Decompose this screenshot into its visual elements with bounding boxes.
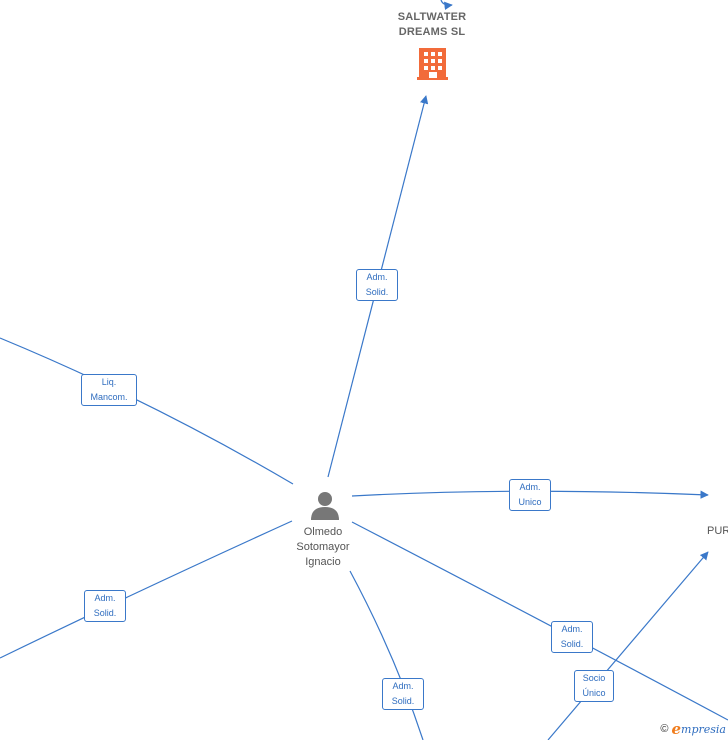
company-name-line1: SALTWATER bbox=[397, 11, 467, 23]
edge-label-adm-solid-bottom[interactable]: Adm. Solid. bbox=[382, 678, 424, 710]
edge-label-line2: Mancom. bbox=[90, 392, 128, 402]
company-node-saltwater[interactable]: SALTWATER DREAMS SL bbox=[382, 10, 482, 40]
edge-label-line2: Solid. bbox=[560, 639, 584, 649]
person-name-line3: Ignacio bbox=[305, 556, 341, 568]
edge-label-line2: Solid. bbox=[93, 608, 117, 618]
edge-adm-solid-right bbox=[351, 521, 728, 721]
edge-label-line1: Adm. bbox=[392, 681, 414, 691]
edge-label-line2: Solid. bbox=[391, 696, 415, 706]
edge-label-socio-unico[interactable]: Socio Único bbox=[574, 670, 614, 702]
edge-label-line2: Único bbox=[582, 688, 606, 698]
person-name-line1: Olmedo bbox=[303, 526, 343, 538]
edge-liq-mancom bbox=[0, 337, 294, 485]
company-right-name: PUR bbox=[707, 525, 728, 537]
edge-label-line2: Unico bbox=[518, 497, 542, 507]
edge-label-adm-solid-right[interactable]: Adm. Solid. bbox=[551, 621, 593, 653]
edge-label-to-saltwater[interactable]: Adm. Solid. bbox=[356, 269, 398, 301]
building-icon[interactable] bbox=[417, 48, 448, 80]
person-icon[interactable] bbox=[311, 492, 339, 520]
edge-label-line2: Solid. bbox=[365, 287, 389, 297]
copyright-symbol: © bbox=[660, 723, 669, 735]
edge-label-adm-solid-left[interactable]: Adm. Solid. bbox=[84, 590, 126, 622]
edge-adm-solid-left bbox=[0, 520, 293, 659]
edge-socio-unico bbox=[547, 551, 709, 740]
edge-label-line1: Adm. bbox=[94, 593, 116, 603]
edge-label-adm-unico[interactable]: Adm. Unico bbox=[509, 479, 551, 511]
edge-label-line1: Socio bbox=[582, 673, 606, 683]
edge-label-line1: Adm. bbox=[561, 624, 583, 634]
brand-name: mpresia bbox=[681, 722, 726, 736]
edge-label-line1: Adm. bbox=[366, 272, 388, 282]
person-node-olmedo[interactable]: Olmedo Sotomayor Ignacio bbox=[273, 525, 373, 570]
edge-label-line1: Adm. bbox=[519, 482, 541, 492]
person-name-line2: Sotomayor bbox=[296, 541, 350, 553]
edge-label-liq-mancom[interactable]: Liq. Mancom. bbox=[81, 374, 137, 406]
company-name-line2: DREAMS SL bbox=[398, 26, 466, 38]
company-node-right-partial[interactable]: PUR bbox=[707, 524, 728, 539]
edge-label-line1: Liq. bbox=[101, 377, 117, 387]
brand-initial: e bbox=[671, 720, 682, 738]
edge-top-offscreen bbox=[440, 0, 453, 11]
edge-adm-solid-bottom bbox=[349, 570, 424, 740]
